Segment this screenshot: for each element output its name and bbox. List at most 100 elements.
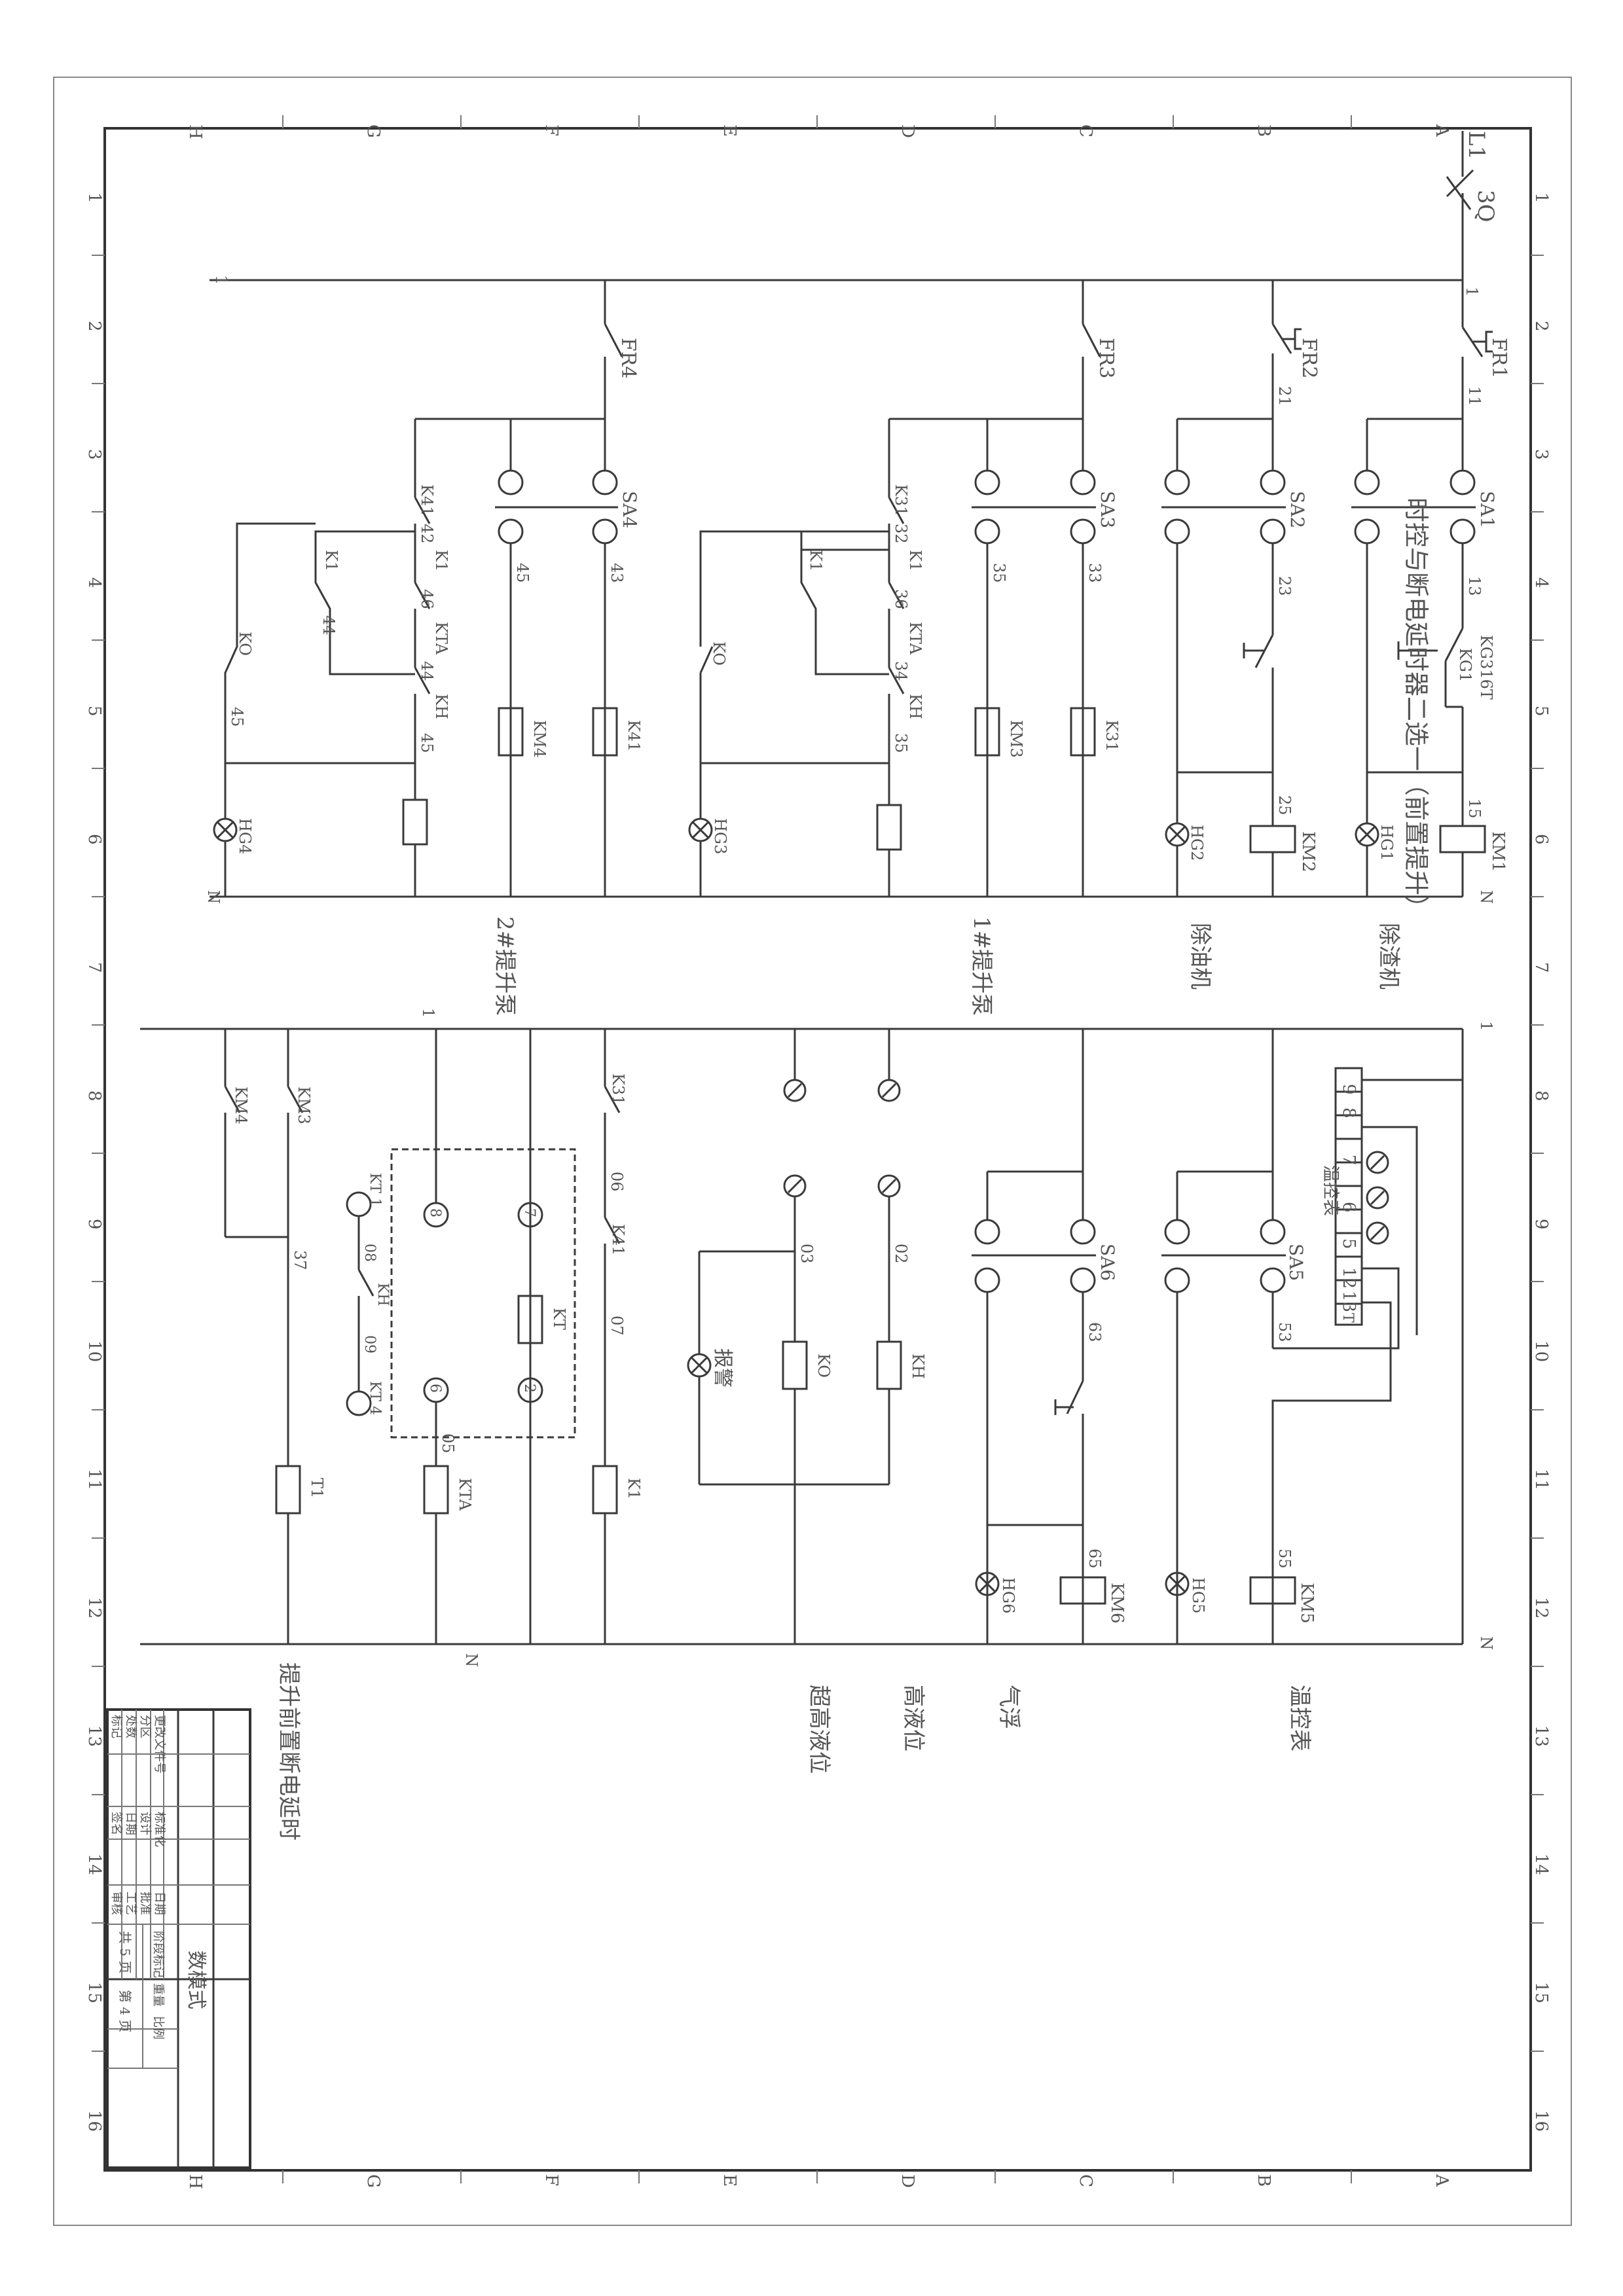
row-number: 12 bbox=[84, 1597, 104, 1619]
term-7: 7 bbox=[1339, 1155, 1359, 1166]
sa2-term-3 bbox=[1164, 469, 1190, 495]
wire-13: 13 bbox=[1465, 576, 1484, 596]
wire-06: 06 bbox=[608, 1172, 626, 1192]
row-number: 16 bbox=[84, 2110, 104, 2132]
sa3-label: SA3 bbox=[1097, 491, 1118, 528]
row-number: 7 bbox=[1531, 962, 1551, 973]
level-branches: 02 KH 高液位 03 KO 报警 超高液位 bbox=[687, 1029, 927, 1774]
wire-09: 09 bbox=[361, 1335, 378, 1354]
km4-aux-coil bbox=[402, 798, 428, 846]
col-letter: F bbox=[541, 2174, 561, 2186]
km4-contact-lower: KM4 bbox=[232, 1086, 250, 1124]
k1-branch: K31 06 K41 07 K1 bbox=[592, 1029, 643, 1644]
col-letters-bottom: H G F E D C B A bbox=[185, 2174, 1451, 2189]
wire-43: 43 bbox=[608, 563, 626, 583]
km1-label: KM1 bbox=[1488, 831, 1508, 872]
kt-pin-2: 2 bbox=[521, 1384, 538, 1393]
row-number: 5 bbox=[84, 706, 104, 717]
col-letter: H bbox=[185, 2174, 205, 2189]
term-6: 6 bbox=[1339, 1202, 1359, 1213]
kt-block: 8 7 6 2 KT KTA 05 KT 1 KT 4 KH 08 09 bbox=[346, 1029, 576, 1644]
title-row-10: 工艺 bbox=[124, 1892, 137, 1915]
wire-02: 02 bbox=[892, 1244, 910, 1264]
km3-coil bbox=[974, 707, 1000, 757]
row-number: 10 bbox=[84, 1340, 104, 1362]
ko-contact-2: KO bbox=[236, 632, 254, 656]
row-number: 11 bbox=[1531, 1469, 1551, 1490]
wire-45c: 45 bbox=[228, 707, 246, 727]
upper-neutral-N-right: N bbox=[1477, 890, 1495, 904]
temp-branch: SA5 53 KM5 55 HG5 温控表 bbox=[1161, 1029, 1317, 1751]
sa4-term-2 bbox=[592, 518, 618, 545]
sa1-term-3 bbox=[1354, 469, 1380, 495]
title-row-1: 标记 bbox=[109, 1715, 123, 1738]
kt-pin-7: 7 bbox=[521, 1208, 538, 1217]
col-letter: C bbox=[1076, 124, 1095, 137]
col-letter: E bbox=[720, 2174, 739, 2187]
row-number: 9 bbox=[1531, 1219, 1551, 1230]
kh-coil-label: KH bbox=[909, 1354, 927, 1379]
km5-label: KM5 bbox=[1297, 1583, 1317, 1624]
col-letter: C bbox=[1076, 2174, 1095, 2187]
title-row-8: 标准化 bbox=[153, 1812, 166, 1847]
row-number: 16 bbox=[1531, 2110, 1551, 2132]
term-13: 13 bbox=[1339, 1291, 1359, 1312]
k31-contact-lower: K31 bbox=[609, 1073, 627, 1105]
k41-contact-lower: K41 bbox=[609, 1224, 627, 1255]
kta-coil-label: KTA bbox=[456, 1478, 474, 1511]
wire-37: 37 bbox=[291, 1250, 309, 1270]
sa4-label: SA4 bbox=[619, 491, 640, 528]
k1-coil-label: K1 bbox=[625, 1478, 643, 1499]
caption-ultra-high: 超高液位 bbox=[806, 1685, 832, 1774]
kt-coil-label: KT bbox=[550, 1308, 568, 1330]
wire-35b: 35 bbox=[892, 733, 910, 753]
fr1-label: FR1 bbox=[1487, 338, 1510, 379]
km4-label: KM4 bbox=[530, 720, 549, 758]
sa3-term-1 bbox=[1070, 469, 1096, 495]
km2-coil bbox=[1249, 825, 1296, 853]
title-row-6: 日期 bbox=[124, 1812, 137, 1835]
kta-contact: KTA bbox=[906, 622, 924, 655]
sa2-term-4 bbox=[1164, 518, 1190, 545]
k1-bypass-label-2: K1 bbox=[322, 550, 340, 571]
km2-label: KM2 bbox=[1298, 831, 1318, 872]
kt1-label: KT 1 bbox=[367, 1173, 383, 1207]
col-letter: F bbox=[541, 124, 561, 136]
branch-caption-pump2: 2#提升泵 bbox=[492, 916, 518, 1016]
air-branch: SA6 63 KM6 65 HG6 气浮 bbox=[972, 1029, 1127, 1729]
lower-node-1: 1 bbox=[1477, 1021, 1495, 1031]
zone-ticks bbox=[92, 115, 1544, 2183]
branch-caption-slag: 除渣机 bbox=[1376, 923, 1402, 990]
km3-contact-lower: KM3 bbox=[295, 1086, 313, 1124]
col-letter: A bbox=[1432, 2174, 1451, 2187]
sa4-term-4 bbox=[498, 518, 524, 545]
row-number: 1 bbox=[84, 192, 104, 204]
t1-coil-label: T1 bbox=[308, 1478, 326, 1498]
wire-03: 03 bbox=[797, 1244, 816, 1264]
col-letter: D bbox=[898, 124, 917, 138]
title-row-11: 批准 bbox=[138, 1892, 152, 1915]
row-number: 1 bbox=[1531, 192, 1551, 204]
sa6-label: SA6 bbox=[1097, 1244, 1118, 1281]
title-row-13: 阶段标记 bbox=[151, 1931, 165, 1978]
wire-45b: 45 bbox=[418, 733, 436, 753]
k31-coil bbox=[1070, 707, 1096, 757]
title-row-14: 重量 bbox=[151, 1983, 165, 2007]
ko-coil-label: KO bbox=[814, 1354, 833, 1378]
row-number: 2 bbox=[1531, 321, 1551, 332]
row-number: 15 bbox=[1531, 1982, 1551, 2003]
sa1-term-4 bbox=[1354, 518, 1380, 545]
col-letter: B bbox=[1254, 2174, 1273, 2187]
branch-caption-pump1: 1#提升泵 bbox=[968, 916, 994, 1016]
sa2-term-2 bbox=[1260, 518, 1286, 545]
caption-high-level: 高液位 bbox=[900, 1685, 926, 1751]
wire-11: 11 bbox=[1465, 386, 1484, 406]
sa1-term-2 bbox=[1450, 518, 1476, 545]
col-letter: E bbox=[720, 124, 739, 137]
wire-46: 46 bbox=[418, 589, 436, 609]
fr3-label: FR3 bbox=[1095, 338, 1118, 379]
wire-08: 08 bbox=[361, 1244, 378, 1262]
wire-15: 15 bbox=[1465, 798, 1484, 819]
wire-65: 65 bbox=[1085, 1549, 1104, 1569]
caption-air: 气浮 bbox=[996, 1685, 1022, 1729]
